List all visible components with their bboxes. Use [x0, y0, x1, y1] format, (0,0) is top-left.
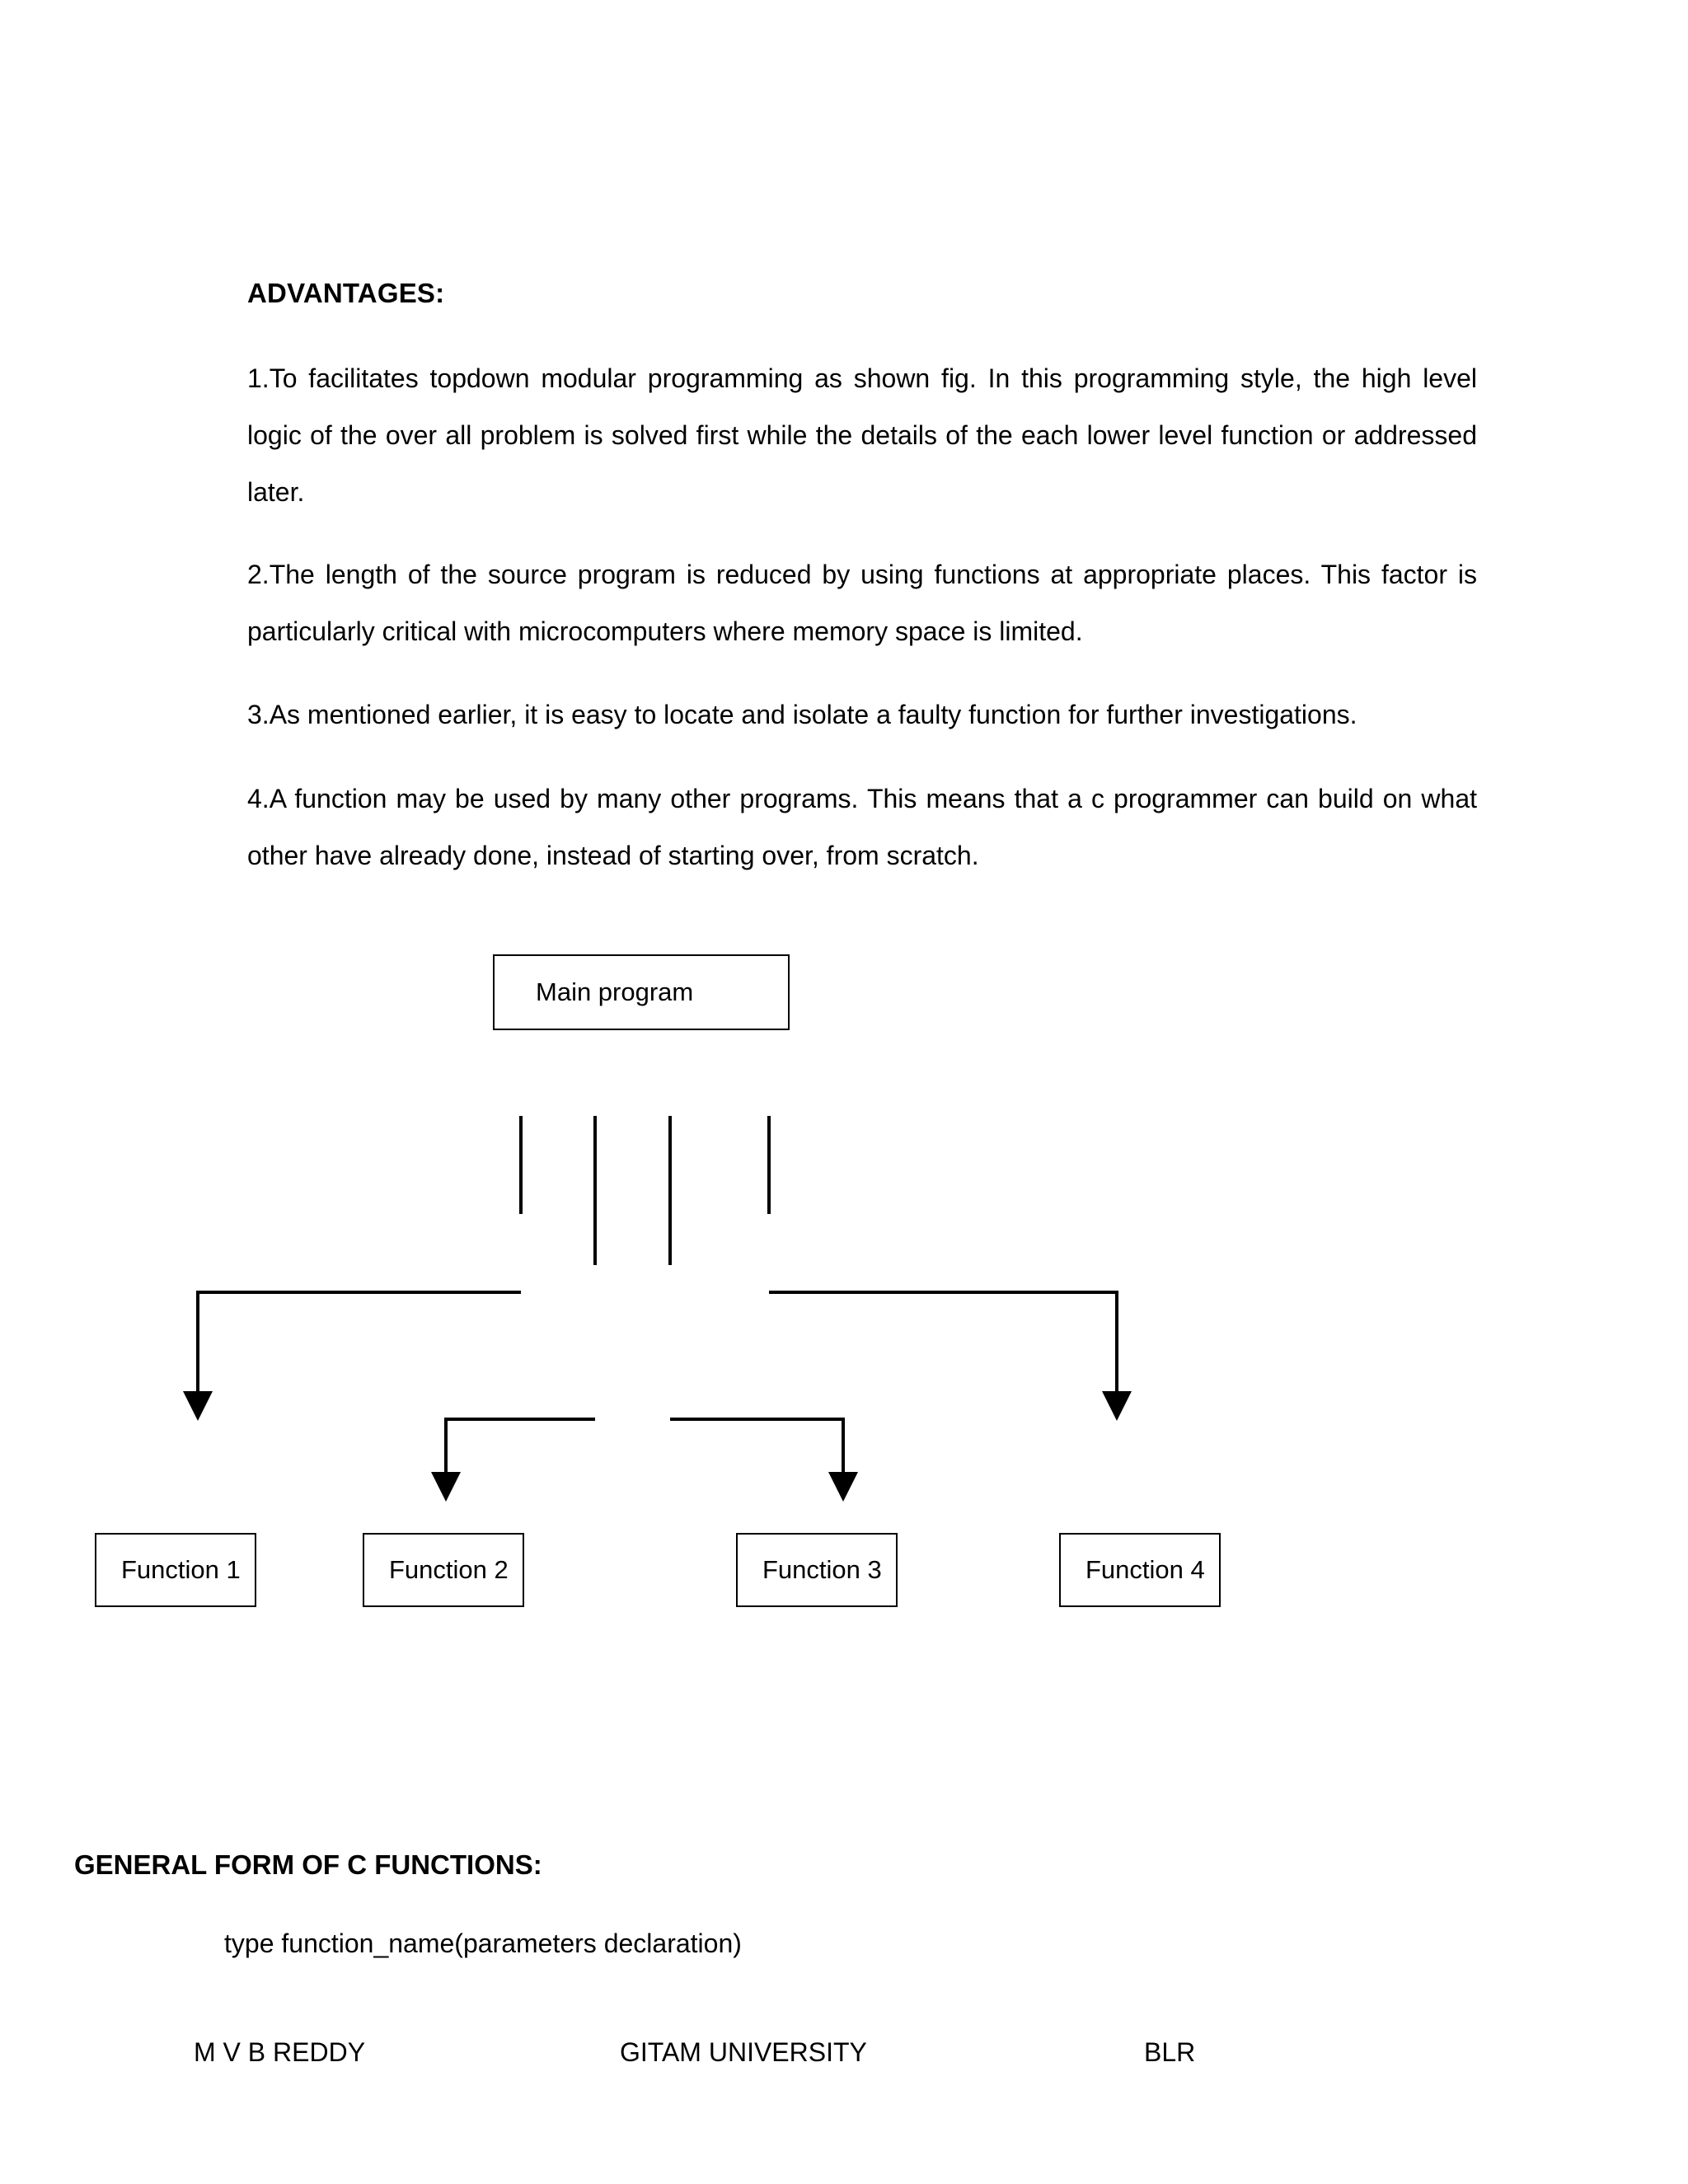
- diagram-node-label: Main program: [536, 977, 694, 1006]
- footer-branch: BLR: [1144, 2037, 1196, 2067]
- diagram-node-main-program: Main program: [493, 954, 790, 1030]
- diagram-node-label: Function 3: [762, 1555, 882, 1584]
- diagram-node-function-3: Function 3: [736, 1533, 898, 1607]
- diagram-node-label: Function 4: [1085, 1555, 1205, 1584]
- advantage-paragraph-3: 3.As mentioned earlier, it is easy to lo…: [247, 700, 1357, 729]
- advantage-paragraph-1: 1.To facilitates topdown modular program…: [247, 363, 1477, 507]
- advantage-paragraph-2: 2.The length of the source program is re…: [247, 560, 1477, 646]
- footer-author: M V B REDDY: [194, 2037, 366, 2067]
- connector-to-function-3: [670, 1418, 858, 1502]
- connector-to-function-2: [431, 1418, 595, 1502]
- main-program-stub-lines: [519, 1116, 771, 1265]
- connector-to-function-4: [769, 1291, 1132, 1421]
- function-prototype-text: type function_name(parameters declaratio…: [224, 1929, 742, 1958]
- general-form-heading: GENERAL FORM OF C FUNCTIONS:: [74, 1849, 542, 1880]
- advantage-paragraph-4: 4.A function may be used by many other p…: [247, 784, 1477, 870]
- advantages-heading: ADVANTAGES:: [247, 278, 445, 308]
- diagram-node-label: Function 1: [121, 1555, 241, 1584]
- diagram-node-function-1: Function 1: [95, 1533, 256, 1607]
- diagram-node-function-4: Function 4: [1059, 1533, 1221, 1607]
- footer-organization: GITAM UNIVERSITY: [620, 2037, 867, 2067]
- diagram-node-function-2: Function 2: [363, 1533, 524, 1607]
- diagram-node-label: Function 2: [389, 1555, 509, 1584]
- connector-to-function-1: [183, 1291, 521, 1421]
